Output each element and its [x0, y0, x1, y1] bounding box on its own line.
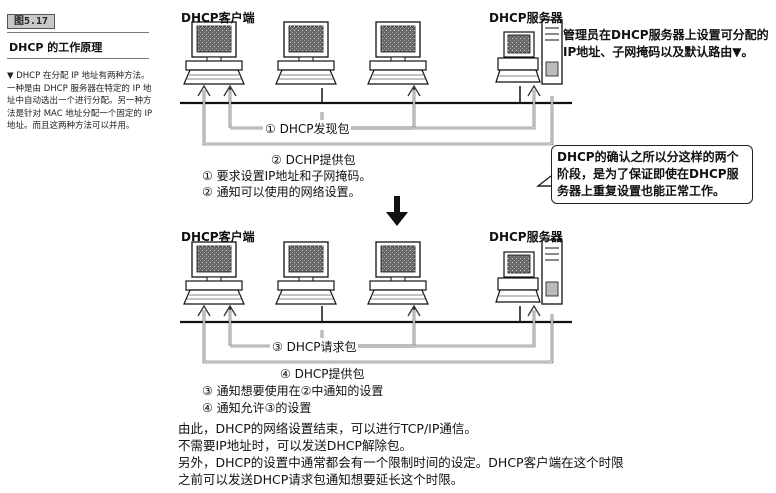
- down-arrow-icon: [386, 196, 408, 226]
- footer-line-3: 另外，DHCP的设置中通常都会有一个限制时间的设定。DHCP客户端在这个时限: [178, 455, 624, 470]
- client-computer-icon: [367, 21, 429, 85]
- sidebar-rule-bottom: [7, 58, 149, 59]
- footer-line-4: 之前可以发送DHCP请求包通知想要延长这个时限。: [178, 472, 464, 487]
- sidebar-rule-top: [7, 32, 149, 33]
- footer-line-2: 不需要IP地址时，可以发送DHCP解除包。: [178, 438, 413, 453]
- server-computer-icon: [495, 19, 563, 85]
- step-4-text: ④ 通知允许③的设置: [202, 401, 312, 415]
- bottom-client-label: DHCP客户端: [181, 230, 255, 244]
- discovery-packet-path: [320, 90, 536, 130]
- bottom-network: [180, 239, 572, 364]
- top-network: [180, 19, 572, 146]
- packet-2-label: ② DCHP提供包: [271, 153, 356, 167]
- client-computer-icon: [183, 241, 245, 305]
- offer-packet-path: [202, 90, 554, 146]
- footer-line-1: 由此，DHCP的网络设置结束，可以进行TCP/IP通信。: [178, 421, 477, 436]
- figure-tag: 图5.17: [7, 14, 55, 29]
- step-1-text: ① 要求设置IP地址和子网掩码。: [202, 169, 372, 183]
- client-computer-icon: [275, 241, 337, 305]
- packet-3-label: ③ DHCP请求包: [270, 338, 359, 355]
- callout-pointer: [535, 175, 552, 187]
- callout-box: DHCP的确认之所以分这样的两个阶段，是为了保证即使在DHCP服务器上重复设置也…: [551, 145, 753, 204]
- client-computer-icon: [367, 241, 429, 305]
- client-computer-icon: [183, 21, 245, 85]
- packet-4-label: ④ DHCP提供包: [280, 367, 365, 381]
- top-client-label: DHCP客户端: [181, 11, 255, 25]
- admin-note: 管理员在DHCP服务器上设置可分配的IP地址、子网掩码以及默认路由▼。: [563, 28, 769, 59]
- packet-1-label: ① DHCP发现包: [263, 120, 352, 137]
- top-server-label: DHCP服务器: [489, 11, 563, 25]
- ack-packet-path: [202, 310, 554, 364]
- sidebar-note: ▼ DHCP 在分配 IP 地址有两种方法。一种是由 DHCP 服务器在特定的 …: [7, 71, 153, 131]
- server-computer-icon: [495, 239, 563, 305]
- client-computer-icon: [275, 21, 337, 85]
- figure-title: DHCP 的工作原理: [9, 41, 103, 54]
- step-3-text: ③ 通知想要使用在②中通知的设置: [202, 384, 384, 398]
- bottom-server-label: DHCP服务器: [489, 230, 563, 244]
- step-2-text: ② 通知可以使用的网络设置。: [202, 185, 361, 199]
